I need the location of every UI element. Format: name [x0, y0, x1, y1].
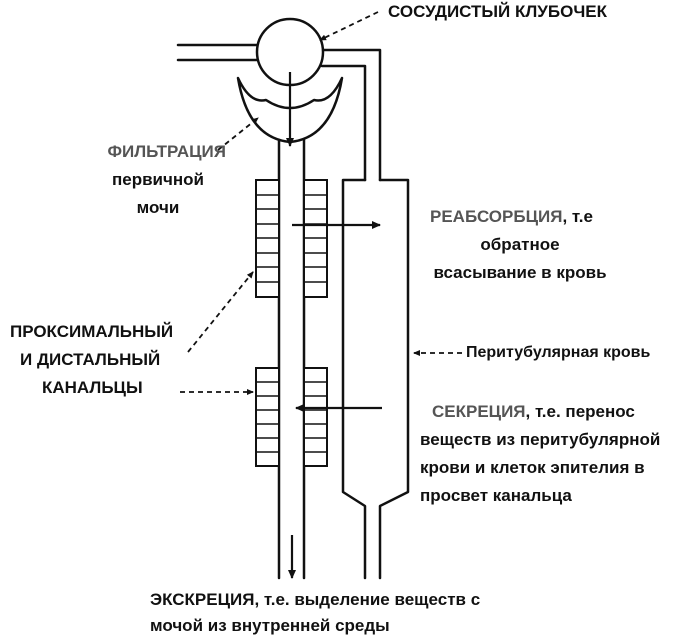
filtration-line-2: первичной	[112, 170, 204, 189]
excretion-title-line: ЭКСКРЕЦИЯ, т.е. выделение веществ с	[150, 588, 480, 612]
secretion-line-4: просвет канальца	[420, 486, 572, 505]
secretion-line-3: крови и клеток эпителия в	[420, 458, 645, 477]
glomerulus-label: СОСУДИСТЫЙ КЛУБОЧЕК	[388, 2, 607, 21]
epithelium-cell-lines-lower	[256, 381, 327, 453]
reabsorption-line-3: всасывание в кровь	[433, 263, 607, 282]
tubule-epithelium-lower	[255, 367, 328, 467]
secretion-title-suffix: , т.е. перенос	[525, 402, 635, 421]
reabsorption-title-suffix: , т.е	[562, 207, 593, 226]
excretion-title: ЭКСКРЕЦИЯ	[150, 590, 255, 609]
secretion-title-line: СЕКРЕЦИЯ, т.е. перенос	[432, 400, 635, 424]
filtration-title: ФИЛЬТРАЦИЯ	[107, 142, 226, 161]
reabsorption-line-2: обратное	[480, 235, 560, 254]
reabsorption-title: РЕАБСОРБЦИЯ	[430, 207, 563, 226]
secretion-title: СЕКРЕЦИЯ	[432, 402, 526, 421]
glomerulus-pointer	[319, 11, 379, 41]
afferent-vessel	[176, 43, 260, 62]
tubules-pointer-upper	[187, 271, 254, 353]
filtration-line-3: мочи	[136, 198, 180, 217]
tubules-line-1: ПРОКСИМАЛЬНЫЙ	[10, 322, 174, 341]
secretion-line-2: веществ из перитубулярной	[420, 430, 661, 449]
tubules-line-2: И ДИСТАЛЬНЫЙ	[20, 350, 161, 369]
excretion-line-2: мочой из внутренней среды	[150, 616, 390, 635]
efferent-vessel	[320, 48, 382, 182]
tubules-line-3: КАНАЛЬЦЫ	[42, 378, 143, 397]
peritubular-label: Перитубулярная кровь	[466, 344, 651, 361]
reabsorption-title-line: РЕАБСОРБЦИЯ, т.е	[430, 205, 593, 229]
excretion-title-suffix: , т.е. выделение веществ с	[254, 590, 481, 609]
peritubular-capillary	[341, 178, 410, 580]
